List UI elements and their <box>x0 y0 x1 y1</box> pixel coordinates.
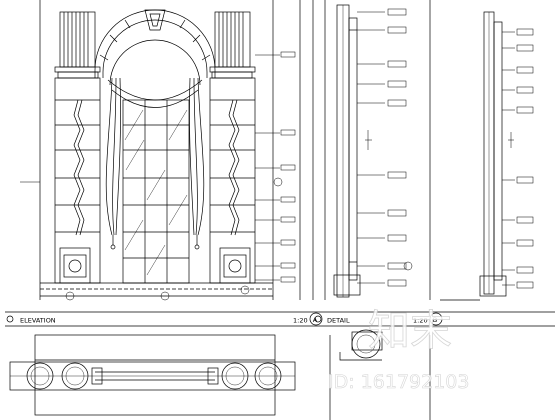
right-wall-panels <box>209 77 256 284</box>
plan-detail-view <box>329 329 431 420</box>
left-pilaster-capital <box>54 11 101 79</box>
detail-label: DETAIL <box>327 317 350 325</box>
elevation-view <box>20 0 314 301</box>
title-bar <box>5 311 555 327</box>
window-grid <box>122 99 190 284</box>
elevation-callouts <box>20 51 296 301</box>
elevation-mark: A <box>313 316 318 324</box>
arch <box>94 9 216 86</box>
elevation-mark-circle <box>309 312 323 326</box>
left-wall-panels <box>54 77 101 284</box>
detail-section-view-2 <box>440 11 534 301</box>
detail-mark: B <box>433 316 437 324</box>
plan-view <box>9 334 296 416</box>
curtains <box>105 77 205 250</box>
detail-mark-circle <box>429 312 443 326</box>
elevation-scale: 1:20 <box>293 317 308 325</box>
right-pilaster-capital <box>209 11 256 79</box>
detail-scale: 1:20 <box>413 317 428 325</box>
elevation-label: ELEVATION <box>20 317 56 325</box>
watermark-logo: 知末 <box>368 306 452 355</box>
watermark-id: ID: 161792103 <box>328 371 469 393</box>
detail-section-view-1 <box>324 0 431 300</box>
